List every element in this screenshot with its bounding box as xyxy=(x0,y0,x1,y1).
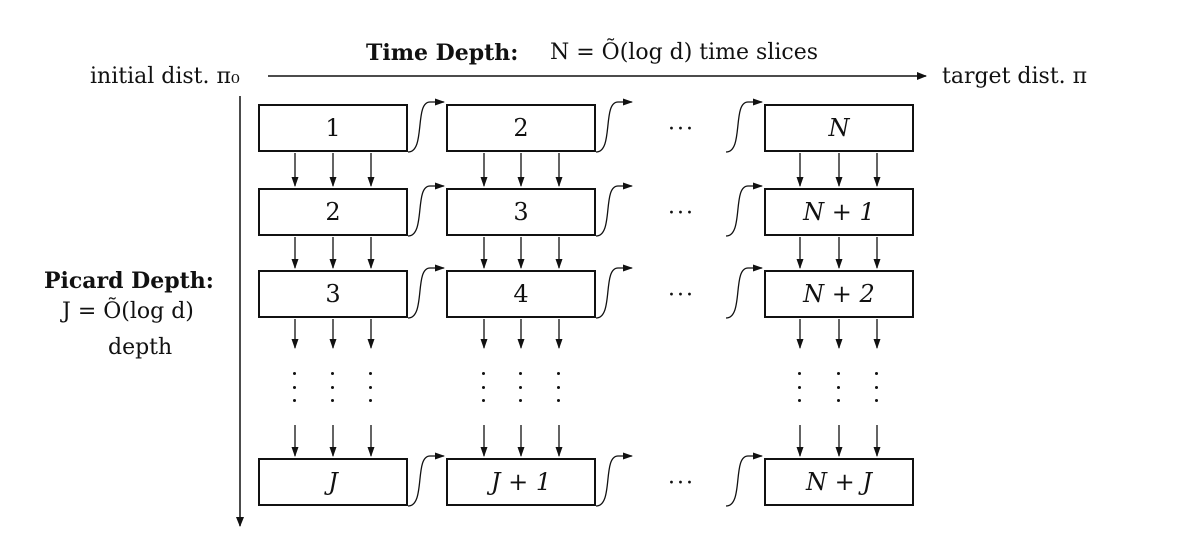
time-transition-curve xyxy=(407,452,445,507)
down-arrows-group xyxy=(291,153,881,457)
time-depth-formula: N = Õ(log d) time slices xyxy=(550,40,819,65)
slice-box-r1c1: 1 xyxy=(258,104,408,152)
time-transition-curve xyxy=(725,182,763,237)
time-transition-curve xyxy=(725,98,763,153)
picard-depth-formula: J = Õ(log d) xyxy=(62,299,194,324)
time-transition-curve xyxy=(407,98,445,153)
vertical-dots xyxy=(833,372,843,402)
target-distribution-label: target dist. π xyxy=(942,64,1088,89)
picard-depth-word: depth xyxy=(108,335,173,360)
ellipsis-r4: ··· xyxy=(668,471,695,496)
vertical-dots xyxy=(327,372,337,402)
vertical-dots xyxy=(289,372,299,402)
vertical-dots xyxy=(515,372,525,402)
slice-box-r2c1: 2 xyxy=(258,188,408,236)
slice-box-r1c3: N xyxy=(764,104,914,152)
slice-box-r3c1: 3 xyxy=(258,270,408,318)
vertical-dots xyxy=(478,372,488,402)
ellipsis-r3: ··· xyxy=(668,283,695,308)
ellipsis-r1: ··· xyxy=(668,117,695,142)
time-depth-title: Time Depth: xyxy=(366,40,519,66)
time-transition-curve xyxy=(407,182,445,237)
transition-curves-group xyxy=(407,98,763,507)
slice-box-r4c2: J + 1 xyxy=(446,458,596,506)
slice-box-r4c3: N + J xyxy=(764,458,914,506)
slice-box-r3c2: 4 xyxy=(446,270,596,318)
time-transition-curve xyxy=(725,452,763,507)
time-transition-curve xyxy=(595,98,633,153)
ellipsis-r2: ··· xyxy=(668,201,695,226)
slice-box-r1c2: 2 xyxy=(446,104,596,152)
time-transition-curve xyxy=(407,264,445,319)
time-transition-curve xyxy=(595,182,633,237)
slice-box-r2c3: N + 1 xyxy=(764,188,914,236)
vertical-dots xyxy=(794,372,804,402)
time-transition-curve xyxy=(725,264,763,319)
slice-box-r4c1: J xyxy=(258,458,408,506)
picard-depth-title: Picard Depth: xyxy=(44,268,214,294)
slice-box-r3c3: N + 2 xyxy=(764,270,914,318)
initial-distribution-label: initial dist. π₀ xyxy=(90,64,240,89)
time-transition-curve xyxy=(595,452,633,507)
slice-box-r2c2: 3 xyxy=(446,188,596,236)
vertical-dots xyxy=(365,372,375,402)
vertical-dots xyxy=(553,372,563,402)
time-transition-curve xyxy=(595,264,633,319)
vertical-dots xyxy=(871,372,881,402)
